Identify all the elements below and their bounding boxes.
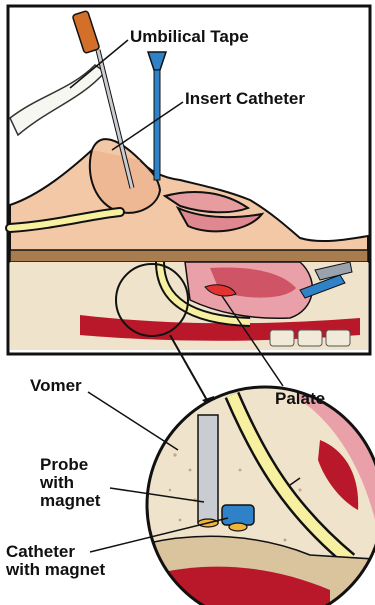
magnified-view xyxy=(140,385,375,605)
label-umbilical-tape: Umbilical Tape xyxy=(130,28,249,46)
label-probe-line3: magnet xyxy=(40,492,100,510)
label-catheter-line2: with magnet xyxy=(6,561,105,579)
label-catheter-with-magnet: Catheter with magnet xyxy=(6,543,105,579)
label-vomer: Vomer xyxy=(30,377,82,395)
label-probe-line1: Probe xyxy=(40,456,100,474)
table-surface xyxy=(10,250,368,262)
label-probe-with-magnet: Probe with magnet xyxy=(40,456,100,510)
label-probe-line2: with xyxy=(40,474,100,492)
top-panel xyxy=(8,6,370,386)
label-catheter-line1: Catheter xyxy=(6,543,105,561)
vomer-leader xyxy=(88,392,178,450)
label-palate: Palate xyxy=(275,390,325,408)
vertebrae xyxy=(270,330,350,346)
label-insert-catheter: Insert Catheter xyxy=(185,90,305,108)
